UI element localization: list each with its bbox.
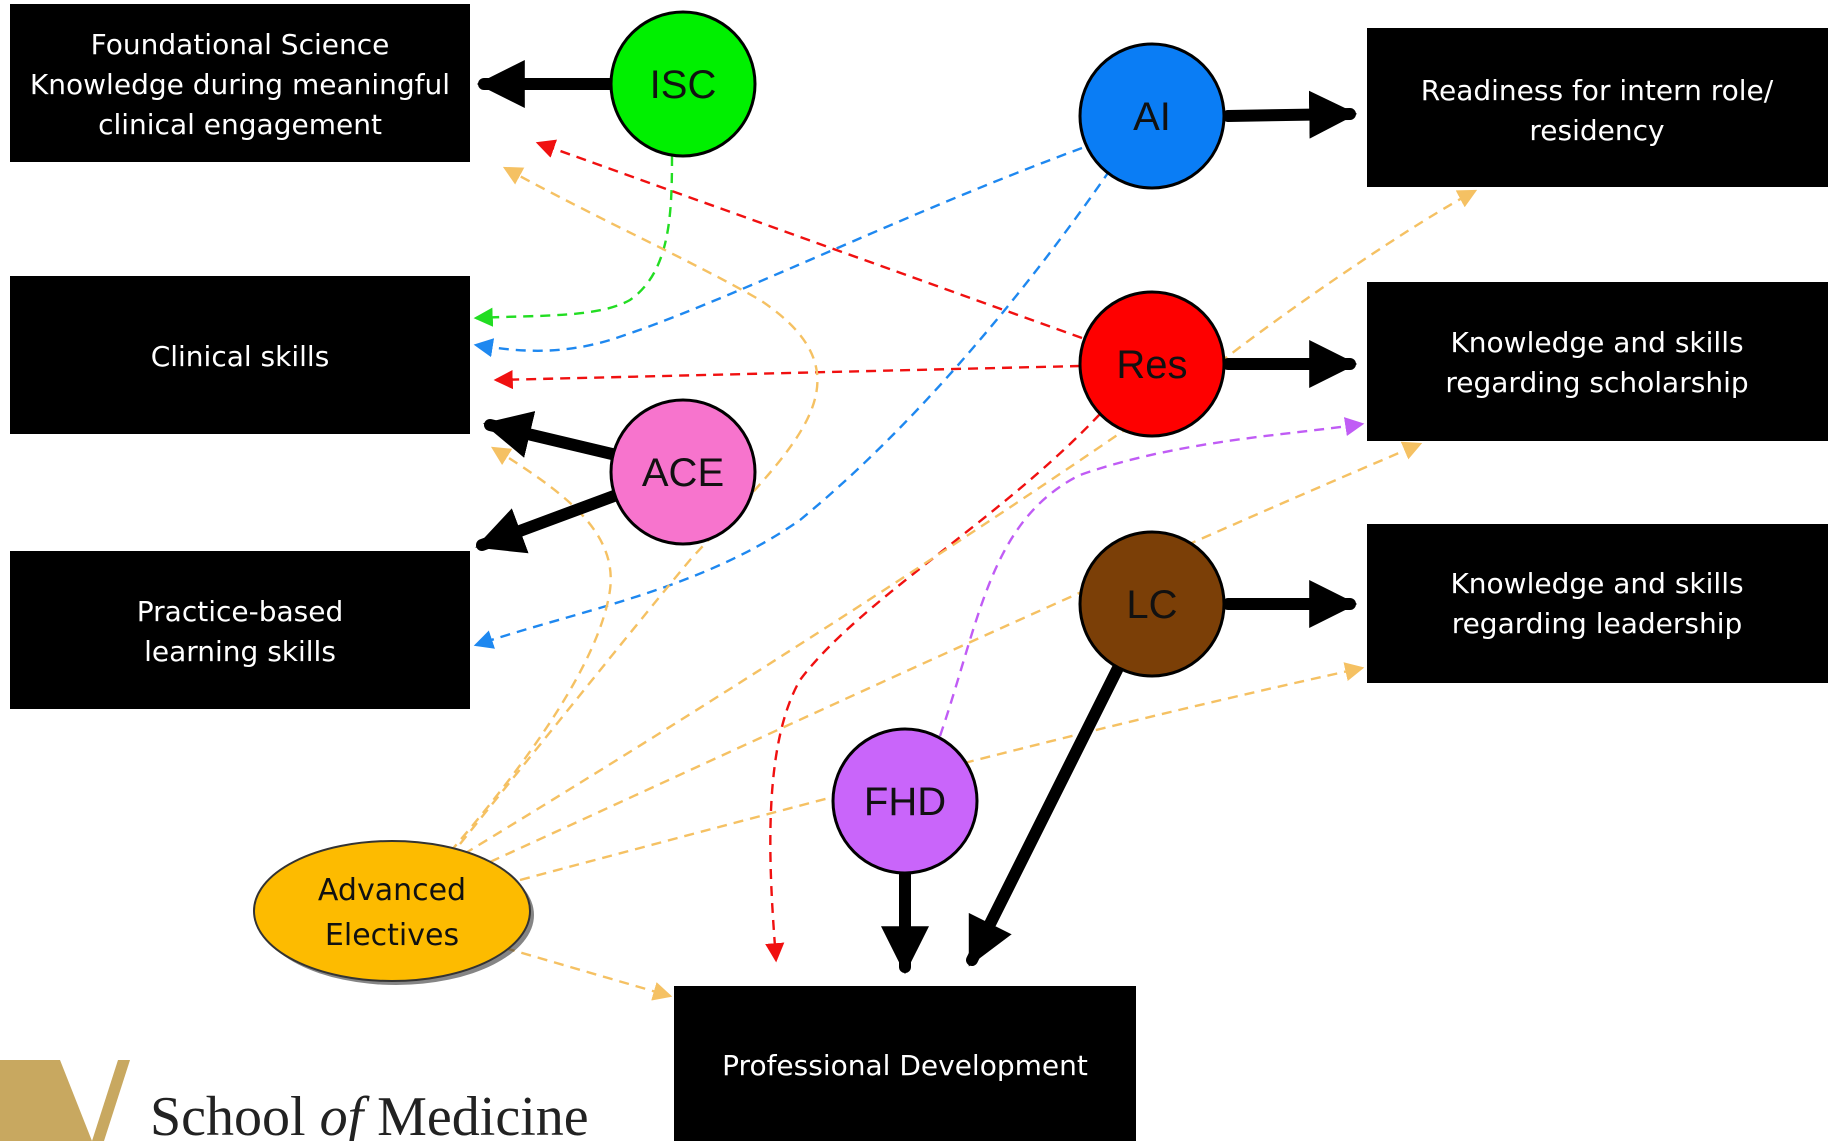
link-electives-scholarship bbox=[489, 441, 1423, 864]
outcome-line: learning skills bbox=[144, 635, 336, 668]
outcome-box-practice-based: Practice-based learning skills bbox=[10, 551, 470, 709]
v-mark-icon bbox=[92, 1060, 130, 1141]
link-ace-clinical bbox=[482, 411, 618, 460]
course-node-ai: AI bbox=[1078, 42, 1226, 190]
link-ai-readiness bbox=[1222, 90, 1358, 139]
outcome-line: residency bbox=[1529, 114, 1664, 147]
course-label: Res bbox=[1116, 343, 1187, 387]
solid-links bbox=[475, 60, 1358, 975]
link-res-foundational bbox=[535, 139, 1083, 340]
outcome-line: Knowledge during meaningful bbox=[30, 68, 450, 101]
course-label: LC bbox=[1126, 583, 1177, 627]
school-logo: School of Medicine bbox=[0, 1060, 589, 1141]
link-electives-readiness bbox=[463, 189, 1478, 856]
outcome-box-professional-development: Professional Development bbox=[674, 986, 1136, 1141]
outcome-line: Professional Development bbox=[722, 1049, 1088, 1082]
outcome-line: regarding leadership bbox=[1452, 607, 1743, 640]
outcome-line: Knowledge and skills bbox=[1450, 567, 1743, 600]
link-lc-profdev bbox=[966, 662, 1124, 967]
course-node-res: Res bbox=[1078, 290, 1226, 438]
link-ai-clinical bbox=[473, 146, 1083, 358]
advanced-electives-node: Advanced Electives bbox=[253, 840, 534, 985]
electives-line: Electives bbox=[325, 918, 459, 953]
outcome-box-clinical: Clinical skills bbox=[10, 276, 470, 434]
course-node-lc: LC bbox=[1078, 530, 1226, 678]
link-fhd-scholarship bbox=[938, 417, 1365, 737]
link-isc-clinical bbox=[473, 155, 674, 327]
course-label: ISC bbox=[650, 63, 717, 107]
link-electives-foundational bbox=[459, 166, 819, 845]
outcome-line: Readiness for intern role/ bbox=[1421, 74, 1774, 107]
outcome-line: regarding scholarship bbox=[1445, 366, 1748, 399]
outcome-box-readiness: Readiness for intern role/ residency bbox=[1367, 28, 1828, 187]
dashed-links bbox=[449, 139, 1478, 1001]
course-node-fhd: FHD bbox=[831, 727, 979, 875]
outcome-box-scholarship: Knowledge and skills regarding scholarsh… bbox=[1367, 282, 1828, 441]
course-label: ACE bbox=[642, 451, 724, 495]
link-ace-pbl bbox=[475, 490, 620, 554]
link-res-clinical bbox=[493, 364, 1081, 390]
link-res-profdev bbox=[765, 413, 1101, 963]
v-mark-icon bbox=[0, 1060, 92, 1141]
outcome-line: Foundational Science bbox=[91, 28, 390, 61]
course-label: FHD bbox=[864, 780, 946, 824]
electives-line: Advanced bbox=[318, 873, 466, 908]
course-node-ace: ACE bbox=[609, 398, 757, 546]
outcome-line: Practice-based bbox=[137, 595, 343, 628]
course-label: AI bbox=[1133, 95, 1171, 139]
link-ai-pbl bbox=[473, 169, 1111, 649]
link-electives-clinical bbox=[449, 446, 612, 853]
outcome-line: clinical engagement bbox=[98, 108, 382, 141]
outcome-box-leadership: Knowledge and skills regarding leadershi… bbox=[1367, 524, 1828, 683]
school-of-medicine-text: School of Medicine bbox=[150, 1086, 589, 1141]
outcome-line: Clinical skills bbox=[151, 340, 330, 373]
link-electives-profdev bbox=[504, 946, 673, 1001]
outcome-line: Knowledge and skills bbox=[1450, 326, 1743, 359]
course-node-isc: ISC bbox=[609, 10, 757, 158]
outcome-box-foundational: Foundational Science Knowledge during me… bbox=[10, 4, 470, 162]
